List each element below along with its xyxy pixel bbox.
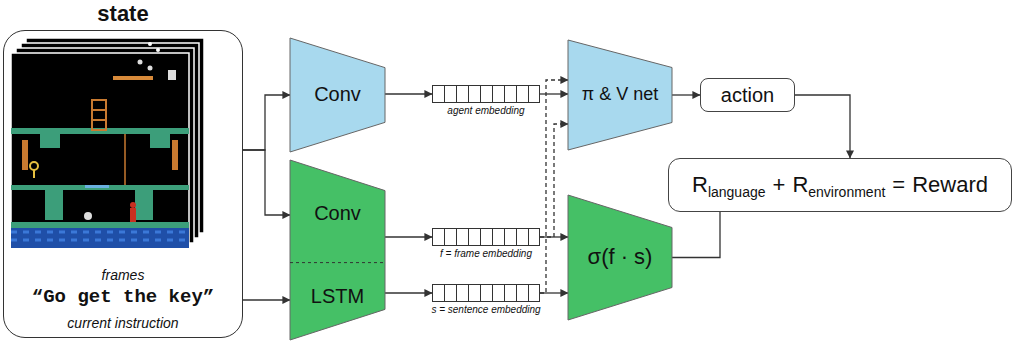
equation-term: +: [766, 172, 786, 197]
connector-arrow: [540, 93, 568, 94]
embedding-vector: s = sentence embedding: [432, 284, 540, 302]
connector-arrow: [540, 124, 568, 237]
connector-arrow: [385, 236, 432, 237]
divider-line: [290, 262, 385, 263]
node-label: action: [721, 84, 774, 107]
connector-arrow: [672, 94, 700, 95]
embedding-vector: f = frame embedding: [432, 228, 540, 246]
connector-arrow: [243, 95, 290, 150]
caption-label: state: [97, 1, 148, 26]
state-panel: stateframes“Go get the key”current instr…: [3, 30, 243, 338]
language-reward-encoder: ConvLSTM: [290, 160, 385, 340]
equation-term: R: [785, 172, 808, 197]
equation-term: =: [885, 172, 905, 197]
node-label: “Go get the key”: [32, 287, 214, 309]
connector-arrow: [795, 95, 850, 158]
node-label: LSTM: [311, 285, 364, 308]
trapezoid-outline: [568, 195, 672, 320]
connector-arrow: [243, 299, 290, 300]
trapezoid-outline: [290, 160, 385, 340]
reward-box: Rlanguage+Renvironment=Reward: [668, 158, 1012, 212]
subscript: language: [708, 184, 766, 200]
trapezoid-outline: [290, 38, 385, 152]
similarity-net: σ(f · s): [568, 195, 672, 320]
equation-term: R: [692, 172, 708, 197]
trapezoid-outline: [568, 40, 672, 150]
node-label: current instruction: [67, 315, 178, 331]
game-scene: [11, 42, 189, 248]
equation-term: Reward: [905, 172, 988, 197]
caption-label: s = sentence embedding: [431, 304, 540, 316]
node-label: Conv: [314, 202, 361, 225]
connector-arrow: [540, 80, 568, 293]
node-label: Conv: [314, 83, 361, 106]
caption-label: f = frame embedding: [440, 248, 532, 260]
policy-value-net: π & V net: [568, 40, 672, 150]
node-label: π & V net: [582, 84, 658, 105]
connector-arrow: [385, 292, 432, 293]
connector-arrow: [540, 292, 568, 293]
connector-arrow: [672, 212, 720, 258]
embedding-vector: agent embedding: [432, 85, 540, 103]
subscript: environment: [808, 184, 885, 200]
caption-label: agent embedding: [447, 105, 524, 117]
equation-row: Rlanguage+Renvironment=Reward: [692, 172, 988, 197]
conv-encoder: Conv: [290, 38, 385, 152]
frame-stack: [11, 38, 204, 248]
trapezoid-shape: [290, 160, 385, 340]
connector-arrow: [540, 236, 568, 237]
node-label: frames: [102, 267, 145, 283]
action-box: action: [700, 78, 795, 112]
node-label: σ(f · s): [588, 244, 653, 269]
connector-arrow: [385, 93, 432, 94]
connector-arrow: [243, 150, 290, 215]
